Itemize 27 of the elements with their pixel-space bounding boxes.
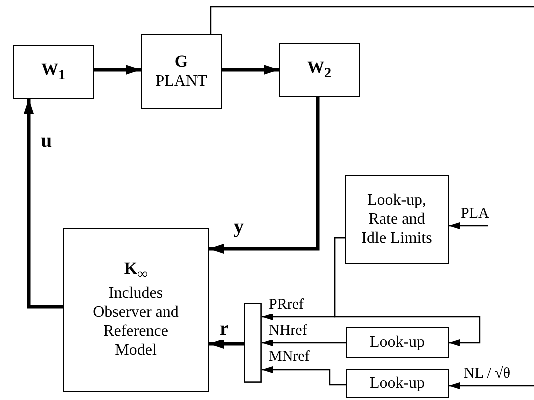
block-label: Includes Observer and Reference Model xyxy=(92,284,180,361)
arrow xyxy=(209,97,320,254)
block-box xyxy=(279,43,360,97)
arrow xyxy=(262,340,346,346)
block-label: Look-up, Rate and Idle Limits xyxy=(360,190,434,248)
block-box xyxy=(63,228,209,392)
block-label: Look-up xyxy=(370,332,426,352)
block-label: PLANT xyxy=(156,72,208,92)
arrow xyxy=(334,237,481,346)
multiplexer-bar xyxy=(244,303,262,383)
block-box xyxy=(13,45,94,99)
block-label: G xyxy=(174,52,188,72)
block-box xyxy=(345,175,449,264)
arrow xyxy=(222,65,279,75)
block-box xyxy=(346,369,449,398)
arrow xyxy=(24,99,63,309)
arrow xyxy=(449,382,534,390)
arrow xyxy=(449,222,488,230)
arrow xyxy=(94,65,141,75)
arrow xyxy=(209,339,244,349)
block-box xyxy=(141,34,222,109)
block-label: Look-up xyxy=(370,374,426,394)
block-label: W$_{2}$ xyxy=(307,58,332,82)
block-label: W$_{1}$ xyxy=(41,60,66,84)
arrow xyxy=(262,366,346,386)
block-box xyxy=(346,327,449,358)
block-label: K$_{∞}$ xyxy=(124,259,148,284)
